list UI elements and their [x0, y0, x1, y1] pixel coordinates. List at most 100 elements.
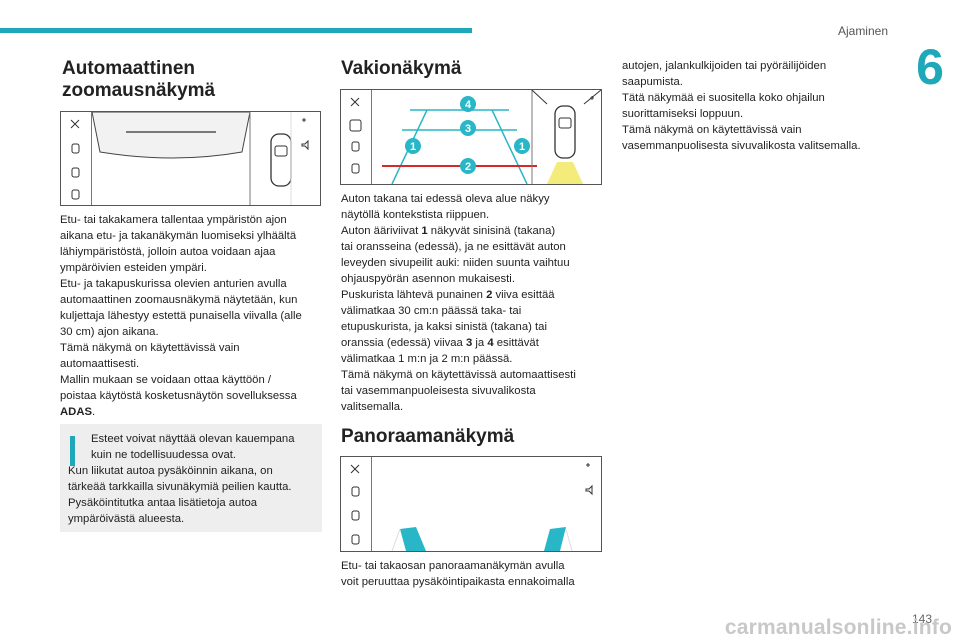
col3-line: saapumista.: [622, 76, 683, 88]
car-icon: [71, 189, 80, 200]
car-front-outline: [92, 112, 251, 159]
col2-line: näytöllä kontekstista riippuen.: [341, 209, 490, 221]
sidebar-icon-set: [349, 97, 362, 174]
figure-sidebar: [61, 112, 92, 205]
heading-panorama-view: Panoraamanäkymä: [341, 426, 515, 447]
col1-line: kuljettaja lähestyy estettä punaisella v…: [60, 310, 302, 322]
car-icon: [351, 486, 360, 497]
col2-line: tai oransseina (edessä), ja ne esittävät…: [341, 241, 566, 253]
ref-2: 2: [486, 289, 493, 301]
adas-app-name: ADAS: [60, 406, 93, 418]
panorama-view-figure: [340, 456, 602, 552]
marker-1-left: 1: [405, 138, 421, 154]
car-icon: [351, 510, 360, 521]
col1-body: Etu- tai takakamera tallentaa ympäristön…: [60, 212, 330, 420]
col2-line: oranssia (edessä) viivaa 3 ja 4 esittävä…: [341, 335, 611, 351]
parking-zone: [547, 162, 583, 184]
text-run: ja: [472, 337, 488, 349]
car-windshield: [558, 117, 572, 129]
sidebar-icon-set: [70, 119, 80, 200]
marker-1-left-label: 1: [410, 141, 416, 153]
col1-line: Etu- tai takakamera tallentaa ympäristön…: [60, 214, 287, 226]
col2-line: välimatkaa 30 cm:n päässä taka- tai: [341, 305, 522, 317]
watermark: carmanualsonline.info: [724, 616, 952, 639]
col3-line: suorittamiseksi loppuun.: [622, 108, 744, 120]
sound-icon: [301, 139, 309, 151]
car-top-icon: [554, 105, 576, 159]
col3-line: autojen, jalankulkijoiden tai pyöräilijö…: [622, 60, 827, 72]
col1-line: ympäröivien esteiden ympäri.: [60, 262, 207, 274]
car-icon: [349, 119, 362, 132]
period: .: [92, 406, 96, 418]
standard-view-figure: 4 3 1 1 2: [340, 89, 602, 185]
close-icon: [70, 119, 80, 129]
marker-1-right-label: 1: [519, 141, 525, 153]
col2-line: Tämä näkymä on käytettävissä automaattis…: [341, 369, 576, 381]
col2-line: tai vasemmanpuoleisesta sivuvalikosta: [341, 385, 536, 397]
note-line: Esteet voivat näyttää olevan kauempana: [91, 433, 295, 445]
marker-2: 2: [460, 158, 476, 174]
zoom-view-figure: [60, 111, 321, 206]
col1-line: poistaa käytöstä kosketusnäytön sovelluk…: [60, 390, 297, 402]
heading-line-1: Automaattinen: [62, 58, 195, 79]
note-body: Kun liikutat autoa pysäköinnin aikana, o…: [68, 463, 292, 527]
text-run: näkyvät sinisinä (takana): [427, 225, 556, 237]
col1-line: Etu- ja takapuskurissa olevien anturien …: [60, 278, 287, 290]
heading-line-2: zoomausnäkymä: [62, 80, 216, 101]
car-icon: [71, 143, 80, 154]
car-top-icon: [270, 133, 292, 187]
col2-line: Auton takana tai edessä oleva alue näkyy: [341, 193, 550, 205]
col2-line: ohjauspyörän asennon mukaisesti.: [341, 273, 515, 285]
guide-left: [400, 527, 426, 551]
col2-body-2: Etu- tai takaosan panoraamanäkymän avull…: [341, 558, 611, 590]
note-line: tärkeää tarkkailla sivunäkymiä peilien k…: [68, 481, 292, 493]
col3-line: vasemmanpuolisesta sivuvalikosta valitse…: [622, 140, 861, 152]
page-number: 143: [911, 612, 932, 626]
col1-line: lähiympäristöstä, jolloin autoa voidaan …: [60, 246, 276, 258]
chapter-number: 6: [916, 39, 944, 95]
close-icon: [350, 97, 360, 107]
col1-line: Tämä näkymä on käytettävissä vain: [60, 342, 240, 354]
car-icon: [351, 534, 360, 545]
marker-1-right: 1: [514, 138, 530, 154]
ref-3: 3: [465, 337, 473, 349]
zoom-view-image: [92, 112, 309, 205]
car-icon: [71, 167, 80, 178]
figure-sidebar: [341, 457, 372, 551]
note-line: Kun liikutat autoa pysäköinnin aikana, o…: [68, 465, 273, 477]
col2-line: Auton ääriviivat 1 näkyvät sinisinä (tak…: [341, 223, 611, 239]
col2-line: Puskurista lähtevä punainen 2 viiva esit…: [341, 287, 611, 303]
marker-4: 4: [460, 96, 476, 112]
col2-line: valitsemalla.: [341, 401, 404, 413]
info-icon: [70, 436, 75, 466]
col3-line: Tämä näkymä on käytettävissä vain: [622, 124, 802, 136]
note-line: Pysäköintitutka antaa lisätietoja autoa: [68, 497, 258, 509]
text-run: Puskurista lähtevä punainen: [341, 289, 487, 301]
column-3: autojen, jalankulkijoiden tai pyöräilijö…: [622, 58, 892, 154]
col1-line-last: ADAS.: [60, 404, 330, 420]
col2-line: voit peruuttaa pysäköintipaikasta ennako…: [341, 576, 575, 588]
col1-line: Mallin mukaan se voidaan ottaa käyttöön …: [60, 374, 272, 386]
col3-line: Tätä näkymää ei suositella koko ohjailun: [622, 92, 825, 104]
settings-icon: [586, 463, 590, 467]
col2-line: välimatkaa 1 m:n ja 2 m:n päässä.: [341, 353, 513, 365]
heading-auto-zoom: Automaattinen zoomausnäkymä: [62, 58, 215, 102]
marker-2-label: 2: [465, 161, 471, 173]
close-icon: [350, 464, 360, 474]
col1-line: aikana etu- ja takanäkymän luomiseksi yl…: [60, 230, 297, 242]
car-icon: [351, 163, 360, 174]
ref-1: 1: [421, 225, 428, 237]
heading-standard-view: Vakionäkymä: [341, 58, 462, 79]
sidebar-icon-set: [350, 464, 360, 545]
marker-3: 3: [460, 120, 476, 136]
mirror-lines: [531, 90, 601, 105]
car-icon: [351, 141, 360, 152]
settings-icon: [590, 96, 594, 100]
col2-body: Auton takana tai edessä oleva alue näkyy…: [341, 191, 611, 415]
col1-line: automaattinen zoomausnäkymä näytetään, k…: [60, 294, 298, 306]
marker-3-label: 3: [465, 123, 471, 135]
note-line: kuin ne todellisuudessa ovat.: [91, 449, 237, 461]
text-run: Auton ääriviivat: [341, 225, 422, 237]
note-box: Esteet voivat näyttää olevan kauempana k…: [60, 424, 322, 532]
text-run: oranssia (edessä) viivaa: [341, 337, 466, 349]
